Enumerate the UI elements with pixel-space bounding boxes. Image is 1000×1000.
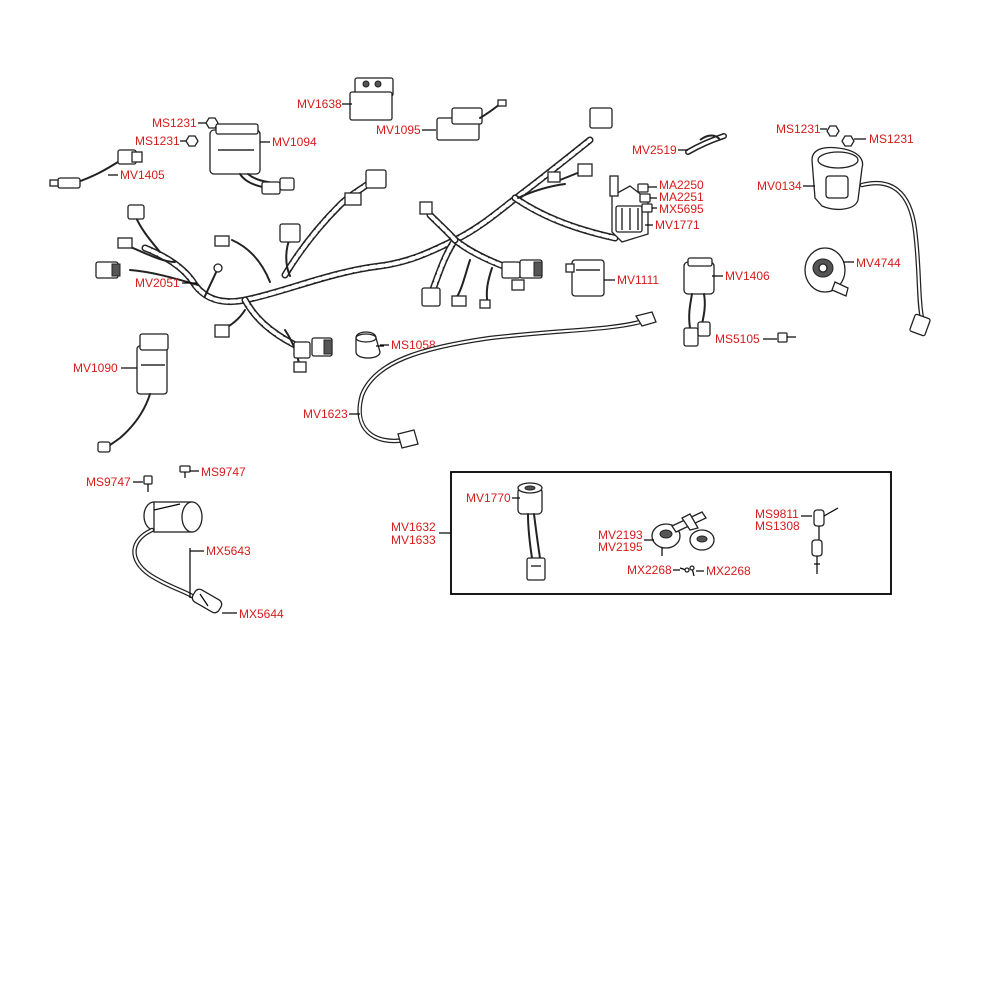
label-mv0134: MV0134 — [757, 179, 802, 193]
label-ms5105: MS5105 — [715, 332, 760, 346]
label-mv1406: MV1406 — [725, 269, 770, 283]
sensor-mv1405[interactable] — [49, 149, 143, 189]
nut-ms1231-c[interactable] — [826, 125, 840, 137]
clip-mv2519[interactable] — [685, 133, 727, 155]
wiring-harness[interactable] — [95, 107, 619, 373]
relay-mv1111[interactable] — [565, 259, 605, 297]
label-ms1058: MS1058 — [391, 338, 436, 352]
screw-ms9747-a[interactable] — [143, 475, 153, 492]
ignition-coil-mx5643[interactable] — [132, 501, 203, 601]
label-mv1405: MV1405 — [120, 168, 165, 182]
fuse-ma2251[interactable] — [639, 193, 651, 203]
label-mx5695: MX5695 — [659, 202, 704, 216]
flasher-mv1406[interactable] — [683, 257, 715, 347]
horn-mv4744[interactable] — [804, 247, 849, 297]
label-mv1095: MV1095 — [376, 123, 421, 137]
ignition-switch-mv0134[interactable] — [811, 146, 931, 337]
label-mv1623: MV1623 — [303, 407, 348, 421]
label-mv1771: MV1771 — [655, 218, 700, 232]
label-ms1231-b: MS1231 — [135, 134, 180, 148]
fuse-ma2250[interactable] — [637, 183, 649, 193]
pin-mx2268-b[interactable] — [689, 565, 695, 577]
spark-plug-cap-mx5644[interactable] — [191, 587, 224, 614]
screw-ms9747-b[interactable] — [179, 465, 191, 478]
label-ms1231-c: MS1231 — [776, 122, 821, 136]
label-mv1094: MV1094 — [272, 135, 317, 149]
ground-cable-mv1623[interactable] — [357, 311, 657, 449]
relay-mv1638[interactable] — [349, 77, 394, 121]
key-ms9811[interactable] — [813, 507, 839, 548]
label-mx2268-b: MX2268 — [706, 564, 751, 578]
label-mv2195: MV2195 — [598, 540, 643, 554]
label-mv1090: MV1090 — [73, 361, 118, 375]
label-mx5644: MX5644 — [239, 607, 284, 621]
label-ms1308: MS1308 — [755, 519, 800, 533]
label-ms9747-b: MS9747 — [201, 465, 246, 479]
seat-lock-mv1770[interactable] — [517, 482, 546, 581]
bushing-ms1058[interactable] — [355, 331, 384, 359]
fuse-mx5695[interactable] — [641, 203, 653, 213]
regulator-mv1095[interactable] — [436, 99, 507, 141]
pin-mx2268-a[interactable] — [679, 567, 690, 573]
label-mv1632: MV1632 — [391, 520, 436, 534]
label-mv1770: MV1770 — [466, 491, 511, 505]
label-mv2519: MV2519 — [632, 143, 677, 157]
cdi-unit-mv1090[interactable] — [97, 333, 169, 453]
label-ma2250: MA2250 — [659, 178, 704, 192]
label-ma2251: MA2251 — [659, 190, 704, 204]
regulator-mv1094[interactable] — [209, 123, 295, 195]
key-ms1308[interactable] — [811, 539, 823, 574]
label-ms1231-a: MS1231 — [152, 116, 197, 130]
fuse-box-mv1771[interactable] — [609, 175, 649, 243]
label-mv4744: MV4744 — [856, 256, 901, 270]
lock-cylinder-mv2195[interactable] — [681, 513, 715, 551]
label-mv2193: MV2193 — [598, 528, 643, 542]
label-ms9747-a: MS9747 — [86, 475, 131, 489]
screw-ms5105[interactable] — [777, 332, 796, 343]
label-ms1231-d: MS1231 — [869, 132, 914, 146]
label-mv1638: MV1638 — [297, 97, 342, 111]
nut-ms1231-d[interactable] — [841, 135, 855, 147]
label-mx2268-a: MX2268 — [627, 563, 672, 577]
nut-ms1231-b[interactable] — [185, 135, 199, 147]
label-ms9811: MS9811 — [755, 507, 799, 521]
label-mv2051: MV2051 — [135, 276, 180, 290]
label-mx5643: MX5643 — [206, 544, 251, 558]
label-mv1111: MV1111 — [617, 273, 659, 287]
label-mv1633: MV1633 — [391, 533, 436, 547]
